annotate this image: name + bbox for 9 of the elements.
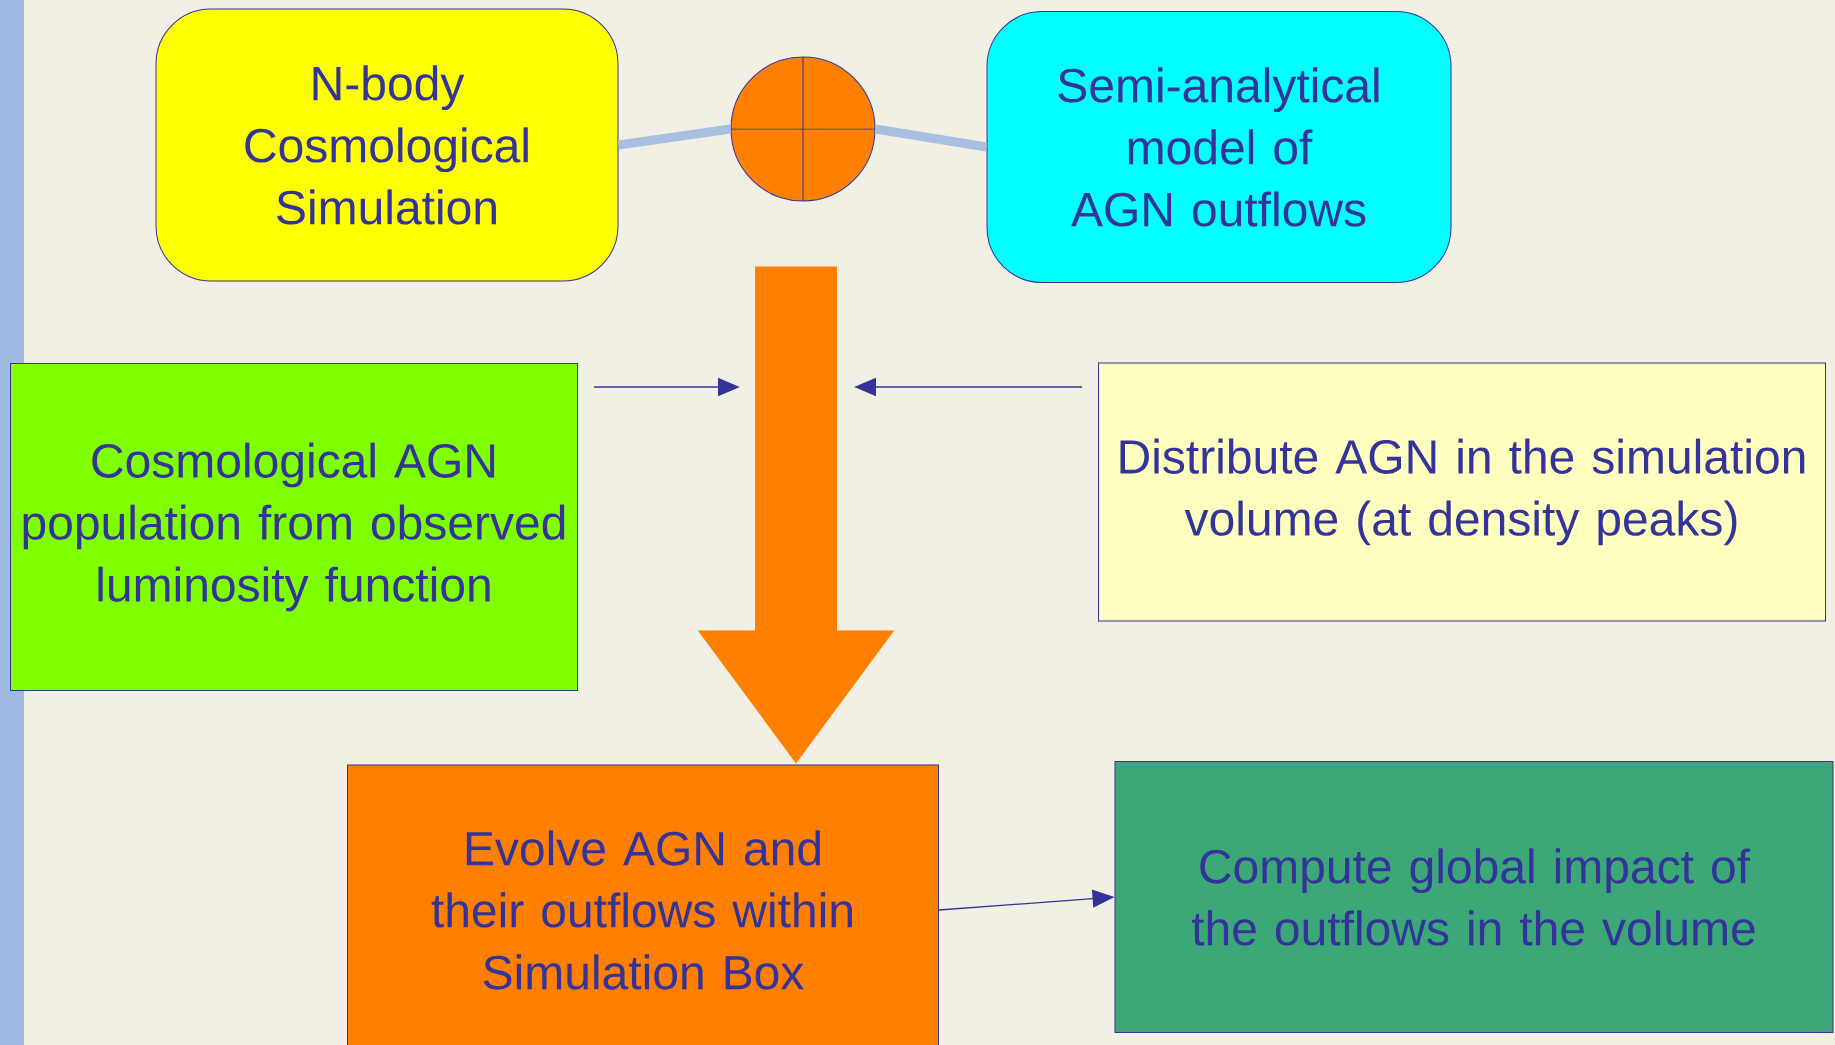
summation-circle [730,56,876,202]
process-box: Evolve AGN and their outflows within Simulation Box [347,764,939,1045]
connector [874,124,988,152]
process-box: N-body Cosmological Simulation [155,8,619,282]
process-box: Cosmological AGN population from observed luminosity function [10,363,578,691]
connector [617,124,732,150]
process-box: Compute global impact of the outflows in the volume [1114,761,1834,1033]
process-box: Semi-analytical model of AGN outflows [986,11,1452,283]
process-box: Distribute AGN in the simulation volume (at density peaks) [1098,362,1826,622]
